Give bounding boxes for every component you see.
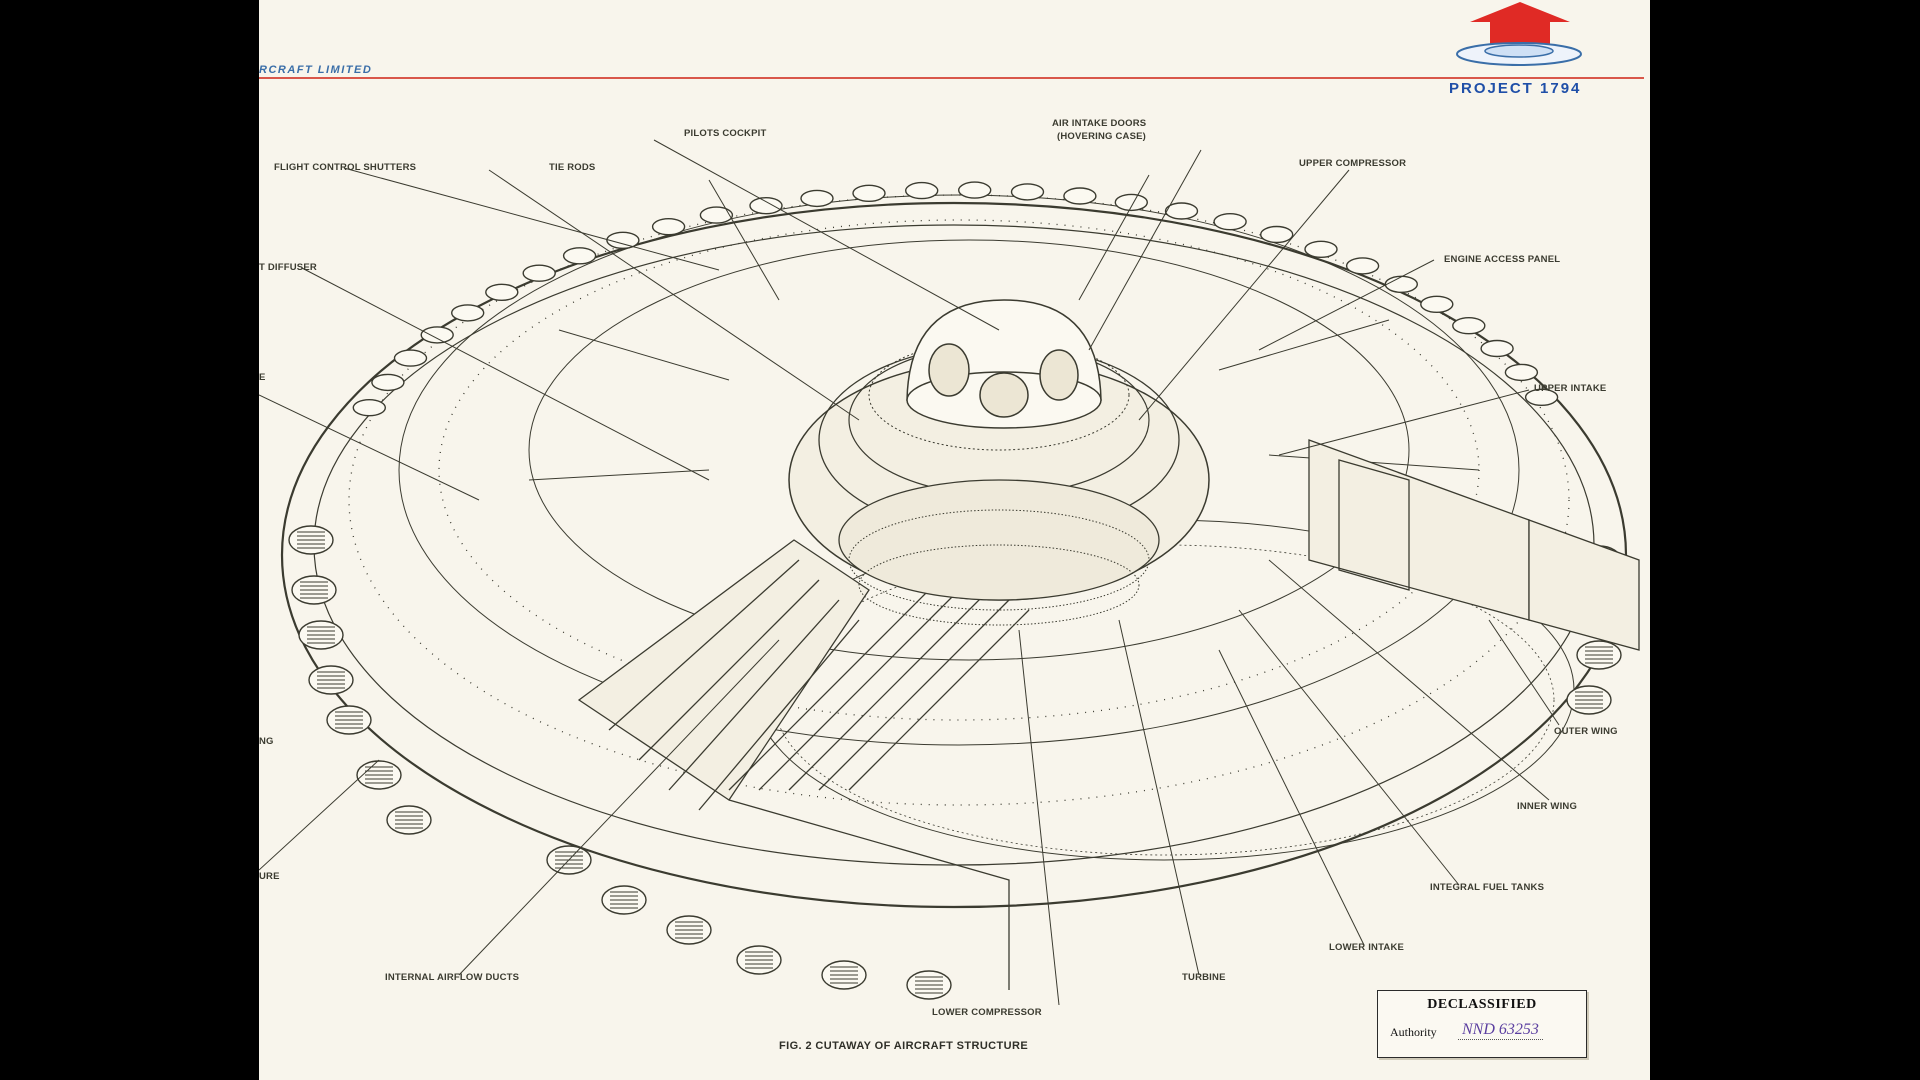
- radial-panel-lines: [528, 174, 1480, 481]
- rim-louvre: [749, 196, 783, 215]
- rim-louvre: [1420, 295, 1454, 313]
- rim-louvre: [1384, 275, 1419, 293]
- rim-louvre: [562, 247, 597, 265]
- label-inner-wing: INNER WING: [1517, 801, 1578, 812]
- label-left-edge-e: E: [259, 372, 266, 383]
- label-integral-fuel-tanks: INTEGRAL FUEL TANKS: [1430, 882, 1545, 893]
- rim-louvre: [522, 264, 556, 282]
- label-tie-rods: TIE RODS: [549, 162, 596, 173]
- label-air-intake-doors: AIR INTAKE DOORS: [1052, 118, 1147, 129]
- rim-louvre: [1164, 202, 1199, 220]
- declassified-stamp: DECLASSIFIED Authority NND 63253: [1377, 990, 1587, 1058]
- rim-louvre: [800, 189, 834, 208]
- label-pilots-cockpit: PILOTS COCKPIT: [684, 128, 767, 139]
- label-diffuser: T DIFFUSER: [259, 262, 317, 273]
- rim-louvre: [1504, 363, 1539, 382]
- rim-louvre: [1010, 183, 1045, 201]
- label-internal-airflow-ducts: INTERNAL AIRFLOW DUCTS: [385, 972, 520, 983]
- rim-louvre: [1452, 317, 1486, 335]
- label-outer-wing: OUTER WING: [1554, 726, 1618, 737]
- leader-lines: [259, 139, 1560, 1006]
- rim-louvre: [393, 349, 428, 367]
- engine-bay-section: [1308, 439, 1640, 651]
- cutaway-ducts: [577, 539, 1030, 990]
- rim-louvre: [852, 184, 886, 203]
- rim-louvre: [485, 283, 519, 301]
- rim-louvre: [1114, 193, 1148, 212]
- figure-caption: FIG. 2 CUTAWAY OF AIRCRAFT STRUCTURE: [779, 1040, 1029, 1052]
- label-upper-compressor: UPPER COMPRESSOR: [1299, 158, 1407, 169]
- label-lower-compressor: LOWER COMPRESSOR: [932, 1007, 1042, 1018]
- rim-louvres: [288, 181, 1627, 1000]
- cutaway-drawing: [259, 2, 1644, 1006]
- rim-louvre: [958, 181, 992, 199]
- project-label: PROJECT 1794: [1449, 80, 1582, 97]
- label-hovering-case: (HOVERING CASE): [1057, 131, 1147, 142]
- stamp-title: DECLASSIFIED: [1427, 997, 1537, 1012]
- rim-louvre: [352, 399, 387, 417]
- stamp-authority-label: Authority: [1390, 1025, 1437, 1039]
- label-left-edge-ure: URE: [259, 871, 280, 882]
- rim-louvre: [450, 304, 485, 322]
- rim-louvre: [651, 217, 686, 236]
- label-engine-access-panel: ENGINE ACCESS PANEL: [1444, 254, 1561, 265]
- rim-louvre: [371, 373, 405, 392]
- rim-louvre: [1345, 257, 1380, 275]
- label-upper-intake: UPPER INTAKE: [1534, 383, 1607, 394]
- rim-louvre: [1260, 225, 1294, 244]
- rim-louvre: [1063, 187, 1097, 205]
- rim-louvre: [699, 206, 734, 224]
- rim-louvre: [1304, 240, 1338, 259]
- rim-louvre: [420, 326, 454, 344]
- rim-louvre: [606, 231, 640, 250]
- rim-louvre: [1524, 388, 1559, 406]
- rim-louvre: [1480, 339, 1514, 358]
- label-flight-control-shutters: FLIGHT CONTROL SHUTTERS: [274, 162, 417, 173]
- stamp-authority-value: NND 63253: [1458, 1021, 1543, 1040]
- cockpit-dome: [906, 299, 1102, 429]
- company-name: RCRAFT LIMITED: [259, 64, 373, 76]
- label-turbine: TURBINE: [1182, 972, 1226, 983]
- label-lower-intake: LOWER INTAKE: [1329, 942, 1405, 953]
- saucer-arrow-logo: [1456, 2, 1582, 66]
- rim-louvre: [905, 181, 939, 200]
- rim-louvre: [1213, 212, 1247, 231]
- document-sheet: RCRAFT LIMITED PROJECT 1794 PILOTS COCKP…: [259, 0, 1650, 1080]
- label-left-edge-ng: NG: [259, 736, 274, 747]
